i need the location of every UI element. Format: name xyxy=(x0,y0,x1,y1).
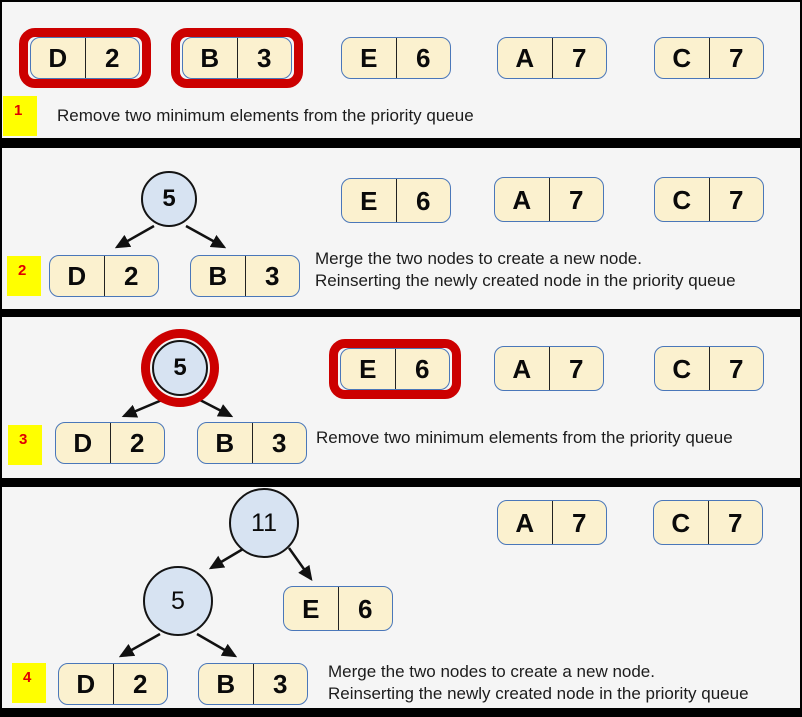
caption-line-2: Reinserting the newly created node in th… xyxy=(328,684,749,703)
node-weight: 7 xyxy=(569,184,584,215)
caption-line-1: Merge the two nodes to create a new node… xyxy=(315,249,642,268)
node-weight: 2 xyxy=(130,428,145,458)
node-weight: 6 xyxy=(415,354,430,384)
node-weight: 7 xyxy=(729,184,744,215)
node-weight: 6 xyxy=(416,43,431,73)
queue-node-b: B 3 xyxy=(182,37,292,79)
node-letter: D xyxy=(56,423,111,463)
queue-node-a: A 7 xyxy=(497,37,607,79)
node-weight: 7 xyxy=(728,507,743,538)
node-weight: 3 xyxy=(257,43,272,73)
step-number-badge: 4 xyxy=(12,663,46,703)
node-weight: 7 xyxy=(572,507,587,538)
tree-root-circle: 5 xyxy=(152,340,208,396)
node-letter: C xyxy=(655,38,710,78)
queue-node-e: E 6 xyxy=(340,348,450,390)
node-letter: A xyxy=(495,347,550,390)
queue-node-c: C 7 xyxy=(653,500,763,545)
queue-node-a: A 7 xyxy=(494,177,604,222)
queue-node-c: C 7 xyxy=(654,37,764,79)
tree-inner-circle: 5 xyxy=(143,566,213,636)
node-letter: A xyxy=(495,178,550,221)
node-letter: B xyxy=(191,256,246,296)
node-letter: D xyxy=(50,256,105,296)
node-letter: C xyxy=(655,178,710,221)
node-letter: D xyxy=(59,664,114,704)
node-letter: B xyxy=(198,423,253,463)
tree-leaf-b: B 3 xyxy=(197,422,307,464)
queue-node-c: C 7 xyxy=(654,177,764,222)
node-weight: 3 xyxy=(272,428,287,458)
tree-leaf-d: D 2 xyxy=(58,663,168,705)
tree-leaf-d: D 2 xyxy=(55,422,165,464)
step-panel-3: 5 D 2 B 3 E 6 A 7 C 7 3 Remove two minim… xyxy=(2,317,800,478)
node-letter: E xyxy=(342,179,397,222)
node-letter: C xyxy=(654,501,709,544)
node-weight: 7 xyxy=(572,43,587,73)
node-letter: A xyxy=(498,501,553,544)
node-letter: E xyxy=(342,38,397,78)
node-weight: 3 xyxy=(273,669,288,699)
node-weight: 6 xyxy=(358,593,373,624)
tree-root-circle: 11 xyxy=(229,488,299,558)
node-letter: C xyxy=(655,347,710,390)
step-caption: Merge the two nodes to create a new node… xyxy=(315,248,736,292)
step-panel-4: 11 5 E 6 D 2 B 3 A 7 C 7 4 Merge the two… xyxy=(2,487,800,708)
step-number-badge: 2 xyxy=(7,256,41,296)
tree-leaf-b: B 3 xyxy=(190,255,300,297)
node-letter: A xyxy=(498,38,553,78)
queue-node-e: E 6 xyxy=(341,37,451,79)
node-weight: 2 xyxy=(133,669,148,699)
step-caption: Remove two minimum elements from the pri… xyxy=(316,428,733,447)
tree-leaf-b: B 3 xyxy=(198,663,308,705)
node-letter: E xyxy=(341,349,396,389)
step-panel-1: D 2 B 3 E 6 A 7 C 7 1 Remove two minimum… xyxy=(2,2,800,138)
tree-leaf-e: E 6 xyxy=(283,586,393,631)
node-weight: 2 xyxy=(105,43,120,73)
caption-line-1: Merge the two nodes to create a new node… xyxy=(328,662,655,681)
queue-node-e: E 6 xyxy=(341,178,451,223)
node-weight: 7 xyxy=(569,353,584,384)
node-letter: E xyxy=(284,587,339,630)
node-weight: 6 xyxy=(416,185,431,216)
step-caption: Remove two minimum elements from the pri… xyxy=(57,106,474,125)
node-letter: B xyxy=(199,664,254,704)
caption-line-2: Reinserting the newly created node in th… xyxy=(315,271,736,290)
node-letter: D xyxy=(31,38,86,78)
tree-root-circle: 5 xyxy=(141,171,197,227)
node-weight: 2 xyxy=(124,261,139,291)
tree-leaf-d: D 2 xyxy=(49,255,159,297)
queue-node-d: D 2 xyxy=(30,37,140,79)
node-weight: 3 xyxy=(265,261,280,291)
queue-node-c: C 7 xyxy=(654,346,764,391)
node-weight: 7 xyxy=(729,353,744,384)
node-weight: 7 xyxy=(729,43,744,73)
step-number-badge: 3 xyxy=(8,425,42,465)
step-caption: Merge the two nodes to create a new node… xyxy=(328,661,749,705)
queue-node-a: A 7 xyxy=(494,346,604,391)
step-number-badge: 1 xyxy=(3,96,37,136)
node-letter: B xyxy=(183,38,238,78)
queue-node-a: A 7 xyxy=(497,500,607,545)
step-panel-2: 5 D 2 B 3 E 6 A 7 C 7 2 Merge the two no… xyxy=(2,148,800,309)
